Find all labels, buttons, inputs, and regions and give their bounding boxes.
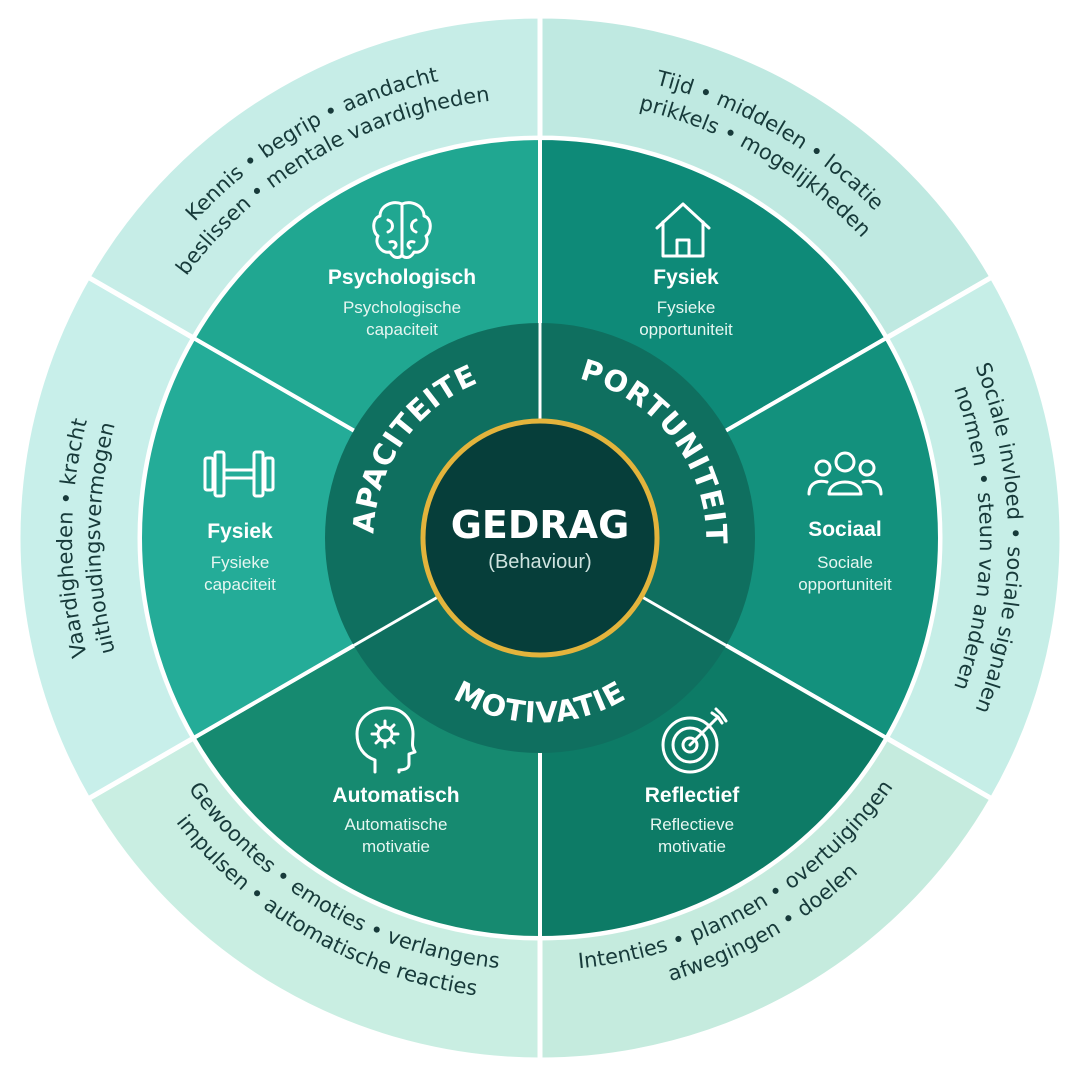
segment-subtitle-line2: motivatie <box>658 837 726 856</box>
segment-title: Fysiek <box>653 266 719 289</box>
people-icon <box>807 451 883 496</box>
head-gear-icon <box>355 706 417 774</box>
band-divider-2 <box>640 595 727 647</box>
segment-fysiek-opportuniteit: Fysiek Fysieke opportuniteit <box>639 202 733 339</box>
segment-subtitle-line1: Psychologische <box>343 298 461 317</box>
segment-subtitle-line2: opportuniteit <box>798 575 892 594</box>
center-subtitle: (Behaviour) <box>488 551 591 573</box>
core-circle <box>420 418 660 658</box>
segment-sociaal: Sociaal Sociale opportuniteit <box>798 451 892 594</box>
segment-psychologisch: Psychologisch Psychologische capaciteit <box>328 201 476 339</box>
segment-subtitle-line2: capaciteit <box>366 320 438 339</box>
band-divider-3 <box>353 595 440 647</box>
segment-subtitle-line2: motivatie <box>362 837 430 856</box>
segment-title: Reflectief <box>645 784 741 807</box>
center-title: GEDRAG <box>451 503 630 547</box>
segment-subtitle-line2: opportuniteit <box>639 320 733 339</box>
target-icon <box>661 707 728 774</box>
segment-fysiek-capaciteit: Fysiek Fysieke capaciteit <box>203 450 276 594</box>
segment-title: Sociaal <box>808 518 882 541</box>
segment-subtitle-line1: Fysieke <box>211 553 270 572</box>
segment-automatisch: Automatisch Automatische motivatie <box>332 706 460 856</box>
segment-subtitle-line1: Reflectieve <box>650 815 734 834</box>
house-icon <box>655 202 711 258</box>
segment-subtitle-line1: Fysieke <box>657 298 716 317</box>
brain-icon <box>372 201 432 259</box>
dumbbell-icon <box>203 450 275 498</box>
segment-title: Psychologisch <box>328 266 476 289</box>
segment-subtitle-line1: Automatische <box>345 815 448 834</box>
segment-subtitle-line1: Sociale <box>817 553 873 572</box>
segment-subtitle-line2: capaciteit <box>204 575 276 594</box>
segment-title: Fysiek <box>207 520 273 543</box>
segment-title: Automatisch <box>332 784 459 807</box>
segment-reflectief: Reflectief Reflectieve motivatie <box>645 707 741 856</box>
band-dividers <box>353 323 727 647</box>
